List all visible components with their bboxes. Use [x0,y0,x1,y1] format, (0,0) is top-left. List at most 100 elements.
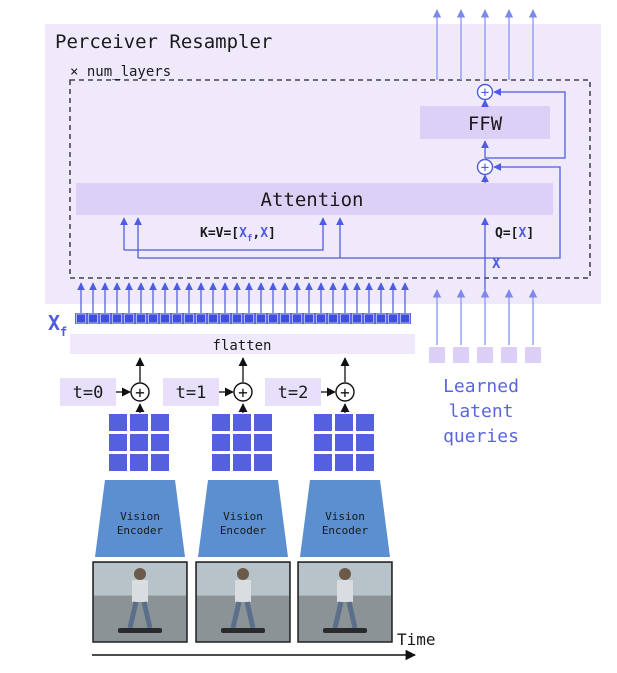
plus-attention: + [476,158,494,176]
feature-cell [212,454,230,471]
svg-text:+: + [481,85,489,101]
xf-token-arrows [77,282,409,313]
feature-cell [151,434,169,451]
xf-token [208,313,218,324]
latent-query [501,347,517,363]
xf-token [232,313,242,324]
feature-cell [212,414,230,431]
time-label: Time [397,630,436,649]
time-step-columns: t=0+VisionEncodert=1+VisionEncodert=2+Vi… [60,357,393,643]
xf-token [388,313,398,324]
skater-leg [230,601,242,629]
feature-cell [314,414,332,431]
repeat-label: × num_layers [70,64,171,80]
flatten-label: flatten [212,338,271,354]
xf-token [316,313,326,324]
plus-icon [130,382,150,402]
feature-cell [109,434,127,451]
xf-token [124,313,134,324]
plus-sign: + [135,383,145,402]
feature-cell [233,434,251,451]
latent-query [477,347,493,363]
feature-cell [314,454,332,471]
xf-token [304,313,314,324]
skater-head [339,568,351,580]
skater-leg [127,601,139,629]
xf-token [256,313,266,324]
xf-token [376,313,386,324]
time-step-label: t=1 [176,383,207,403]
flatten-block [70,334,415,354]
xf-token-bar [75,313,411,324]
feature-cell [356,454,374,471]
feature-cell [254,454,272,471]
svg-text:+: + [481,160,489,176]
skater-body [337,580,353,602]
feature-cell [335,414,353,431]
encoder-label-line2: Encoder [322,524,369,537]
attention-block [76,183,553,215]
feature-cell [335,454,353,471]
panel-title: Perceiver Resampler [55,31,272,53]
feature-cell [254,434,272,451]
xf-token [400,313,410,324]
ffw-block [420,106,550,139]
xf-token [196,313,206,324]
encoder-label-line1: Vision [223,510,263,523]
encoder-label-line2: Encoder [220,524,267,537]
xf-token [340,313,350,324]
xf-token [244,313,254,324]
xf-token [268,313,278,324]
skater-head [237,568,249,580]
internal-arrows [120,88,566,290]
feature-cell [314,434,332,451]
xf-token [112,313,122,324]
feature-cell [233,414,251,431]
latent-label-line1: Learned [443,376,519,397]
plus-sign: + [238,383,248,402]
xf-token [328,313,338,324]
kv-label: K=V=[Xf,X] [200,226,276,244]
feature-cell [212,434,230,451]
feature-cell [254,414,272,431]
plus-sign: + [340,383,350,402]
feature-cell [356,434,374,451]
time-label-box [163,378,219,406]
encoder-label-line1: Vision [325,510,365,523]
frame-ground [94,595,186,641]
attention-label: Attention [261,189,364,211]
skater-leg [332,601,344,629]
feature-cell [233,454,251,471]
xf-token [160,313,170,324]
feature-cell [109,414,127,431]
xf-token [76,313,86,324]
x-label: X [492,256,501,272]
skateboard [221,628,265,633]
latent-input-arrows [432,289,538,345]
vision-encoder [300,480,390,557]
time-step-label: t=0 [73,383,104,403]
feature-cell [335,434,353,451]
latent-query [429,347,445,363]
latent-query [453,347,469,363]
feature-cell [130,454,148,471]
xf-token [184,313,194,324]
q-label: Q=[X] [495,226,534,241]
vision-encoder [95,480,185,557]
skater-body [132,580,148,602]
xf-token [172,313,182,324]
feature-cell [151,414,169,431]
ffw-label: FFW [468,113,503,135]
xf-token [292,313,302,324]
plus-icon [233,382,253,402]
frame-ground [299,595,391,641]
skater-leg [141,601,153,629]
plus-ffw: + [476,83,494,101]
skater-body [235,580,251,602]
skateboard [118,628,162,633]
skater-leg [346,601,358,629]
